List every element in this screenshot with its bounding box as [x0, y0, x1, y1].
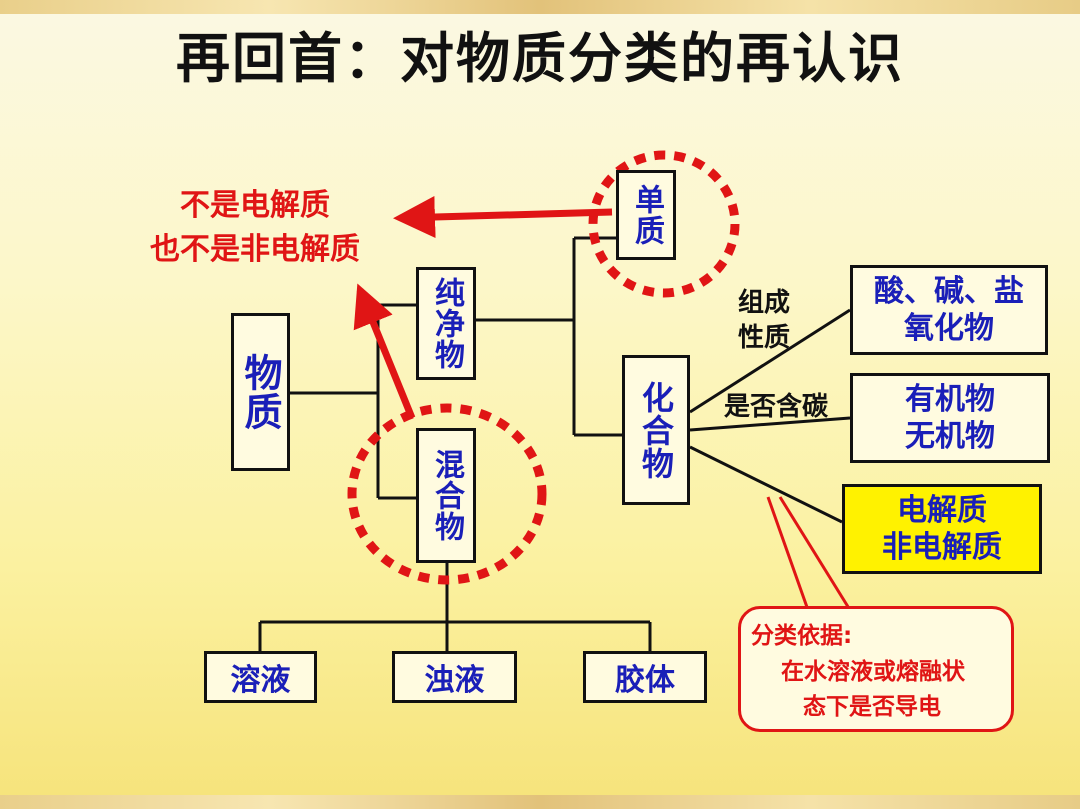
criterion-composition: 组成 性质	[738, 286, 790, 356]
node-colloid-label: 胶体	[615, 663, 675, 698]
basis-pointer-left	[766, 496, 810, 611]
criterion-composition-line2: 性质	[738, 323, 791, 354]
node-pure: 纯净物	[416, 267, 476, 380]
node-compound-label: 化合物	[637, 380, 675, 480]
node-mixture: 混合物	[416, 428, 476, 563]
electrolyte-line2: 非电解质	[882, 530, 1002, 565]
mixture-highlight-circle	[347, 403, 547, 585]
node-matter-label: 物质	[238, 353, 282, 431]
node-matter: 物质	[231, 313, 290, 471]
connector-organic	[689, 416, 851, 432]
basis-line-1: 在水溶液或熔融状	[781, 658, 965, 685]
bottom-frame-strip	[0, 795, 1080, 809]
basis-line-2: 态下是否导电	[803, 694, 941, 721]
node-solution-label: 溶液	[230, 663, 291, 698]
node-element-label: 单质	[629, 184, 664, 246]
organic-line2: 无机物	[905, 419, 995, 454]
node-element: 单质	[616, 170, 676, 260]
node-colloid: 胶体	[583, 651, 707, 703]
node-pure-label: 纯净物	[429, 277, 464, 370]
basis-pointer-right	[778, 496, 852, 611]
node-organic: 有机物 无机物	[850, 373, 1050, 463]
connector-electrolyte	[689, 445, 843, 524]
node-compound: 化合物	[622, 355, 690, 505]
basis-title: 分类依据:	[751, 623, 853, 649]
node-mixture-label: 混合物	[429, 449, 464, 542]
note-line-2: 也不是非电解质	[150, 231, 360, 267]
slide-title: 再回首：对物质分类的再认识	[176, 27, 904, 90]
criterion-composition-line1: 组成	[738, 288, 791, 318]
node-suspension: 浊液	[392, 651, 517, 703]
note-line-1: 不是电解质	[180, 188, 330, 223]
element-arrow	[393, 196, 613, 239]
node-suspension-label: 浊液	[424, 663, 485, 698]
classification-basis-callout: 分类依据: 在水溶液或熔融状 态下是否导电	[738, 606, 1014, 732]
connector-acid-base	[689, 308, 851, 414]
neither-electrolyte-note: 不是电解质 也不是非电解质	[118, 184, 392, 271]
electrolyte-line1: 电解质	[897, 492, 987, 528]
node-solution: 溶液	[204, 651, 317, 703]
node-electrolyte: 电解质 非电解质	[842, 484, 1042, 574]
organic-line1: 有机物	[905, 381, 995, 417]
node-acid-base-salt: 酸、碱、盐 氧化物	[850, 265, 1048, 355]
top-frame-strip	[0, 0, 1080, 14]
acid-base-salt-line1: 酸、碱、盐	[874, 273, 1024, 309]
criterion-carbon: 是否含碳	[724, 392, 829, 422]
mixture-arrow	[353, 283, 416, 420]
element-highlight-circle	[588, 150, 740, 298]
acid-base-salt-line2: 氧化物	[904, 311, 994, 346]
